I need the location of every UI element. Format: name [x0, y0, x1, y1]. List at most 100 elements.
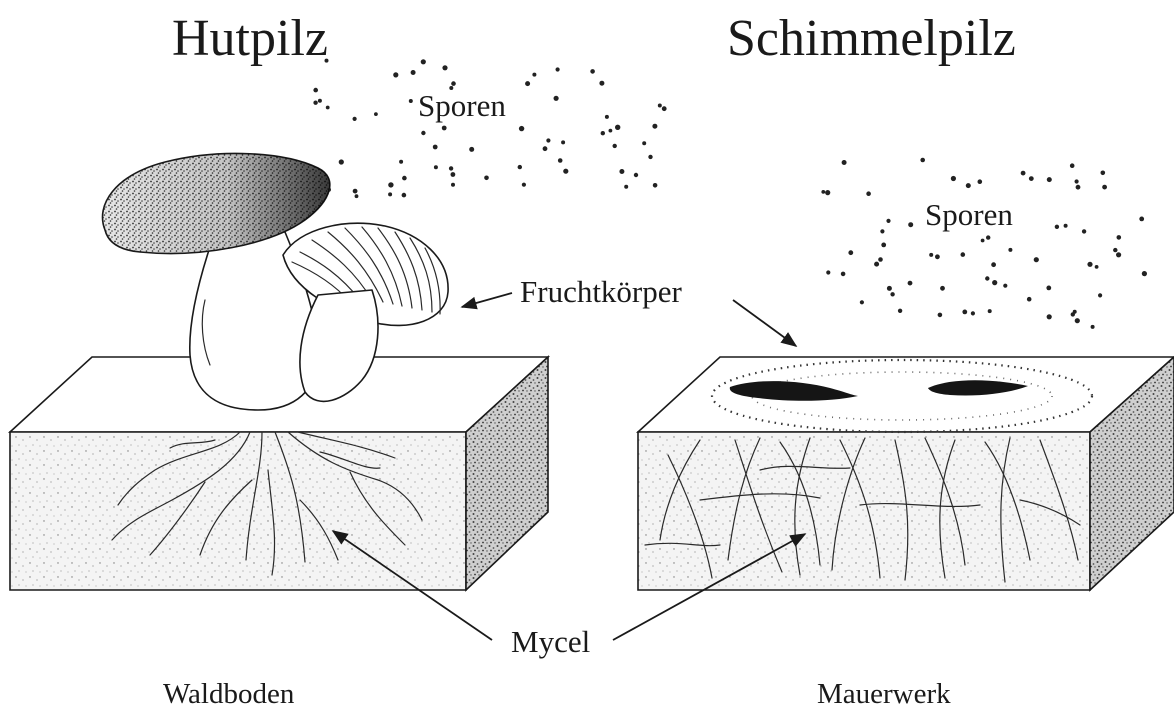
spore-dot	[1139, 217, 1144, 222]
spore-dot	[938, 313, 943, 318]
spore-dot	[543, 146, 548, 151]
label-mycel: Mycel	[511, 624, 590, 659]
spore-cloud-right	[821, 158, 1147, 329]
spore-dot	[962, 310, 967, 315]
spore-dot	[1117, 235, 1122, 240]
spore-dot	[563, 169, 568, 174]
spore-dot	[1073, 310, 1077, 314]
spore-dot	[590, 69, 595, 74]
label-fruchtkoerper: Fruchtkörper	[520, 274, 683, 309]
spore-dot	[642, 141, 646, 145]
spore-dot	[890, 292, 894, 296]
spore-dot	[318, 99, 322, 103]
spore-dot	[449, 166, 453, 170]
spore-dot	[920, 158, 925, 163]
spore-dot	[353, 189, 358, 194]
spore-dot	[1116, 252, 1121, 257]
spore-dot	[421, 131, 425, 135]
spore-dot	[519, 126, 524, 131]
spore-dot	[881, 243, 886, 248]
spore-dot	[558, 158, 563, 163]
spore-dot	[860, 300, 864, 304]
label-sporen-right: Sporen	[925, 197, 1013, 232]
spore-dot	[1082, 229, 1086, 233]
spore-dot	[1101, 171, 1106, 176]
spore-dot	[613, 144, 617, 148]
spore-dot	[1075, 179, 1079, 183]
spore-dot	[951, 176, 956, 181]
spore-dot	[825, 190, 830, 195]
spore-dot	[484, 176, 489, 181]
spore-dot	[1047, 314, 1052, 319]
spore-cloud-left	[313, 59, 666, 199]
spore-dot	[409, 99, 413, 103]
spore-dot	[402, 193, 407, 198]
title-schimmelpilz: Schimmelpilz	[727, 10, 1016, 67]
spore-dot	[421, 59, 426, 64]
spore-dot	[648, 155, 652, 159]
spore-dot	[355, 194, 359, 198]
spore-dot	[1075, 318, 1080, 323]
spore-dot	[1087, 262, 1092, 267]
spore-dot	[1064, 224, 1068, 228]
spore-dot	[940, 286, 945, 291]
spore-dot	[1091, 325, 1095, 329]
spore-dot	[978, 179, 983, 184]
spore-dot	[929, 253, 933, 257]
spore-dot	[1098, 293, 1102, 297]
spore-dot	[886, 219, 890, 223]
spore-dot	[451, 183, 455, 187]
spore-dot	[1102, 185, 1107, 190]
spore-dot	[981, 239, 985, 243]
spore-dot	[908, 281, 913, 286]
spore-dot	[601, 131, 605, 135]
masonry-block	[638, 357, 1174, 590]
spore-dot	[615, 125, 620, 130]
spore-dot	[532, 73, 536, 77]
spore-dot	[866, 191, 871, 196]
arrow-fruchtkoerper-right	[733, 300, 796, 346]
spore-dot	[878, 257, 883, 262]
spore-dot	[599, 81, 604, 86]
spore-dot	[1142, 271, 1147, 276]
caption-waldboden: Waldboden	[163, 678, 295, 710]
spore-dot	[561, 140, 565, 144]
spore-dot	[653, 183, 658, 188]
caption-mauerwerk: Mauerwerk	[817, 678, 951, 710]
spore-dot	[556, 67, 560, 71]
spore-dot	[546, 138, 550, 142]
spore-dot	[1029, 176, 1034, 181]
arrow-fruchtkoerper-left	[462, 293, 512, 307]
spore-dot	[1034, 257, 1039, 262]
spore-dot	[411, 70, 416, 75]
spore-dot	[1113, 248, 1117, 252]
spore-dot	[986, 235, 990, 239]
spore-dot	[848, 250, 853, 255]
spore-dot	[1003, 284, 1007, 288]
spore-dot	[326, 106, 330, 110]
spore-dot	[325, 59, 329, 63]
spore-dot	[619, 169, 624, 174]
spore-dot	[992, 280, 997, 285]
label-sporen-left: Sporen	[418, 88, 506, 123]
spore-dot	[442, 65, 447, 70]
spore-dot	[609, 129, 613, 133]
spore-dot	[624, 185, 628, 189]
spore-dot	[1047, 177, 1052, 182]
spore-dot	[1095, 265, 1099, 269]
spore-dot	[971, 311, 975, 315]
spore-dot	[388, 192, 392, 196]
spore-dot	[1055, 225, 1059, 229]
spore-dot	[399, 160, 403, 164]
spore-dot	[1070, 163, 1075, 168]
spore-dot	[652, 124, 657, 129]
spore-dot	[961, 252, 966, 257]
spore-dot	[988, 309, 992, 313]
spore-dot	[874, 262, 879, 267]
spore-dot	[313, 101, 317, 105]
spore-dot	[518, 165, 522, 169]
spore-dot	[935, 254, 940, 259]
spore-dot	[898, 309, 902, 313]
spore-dot	[985, 276, 989, 280]
spore-dot	[991, 262, 996, 267]
